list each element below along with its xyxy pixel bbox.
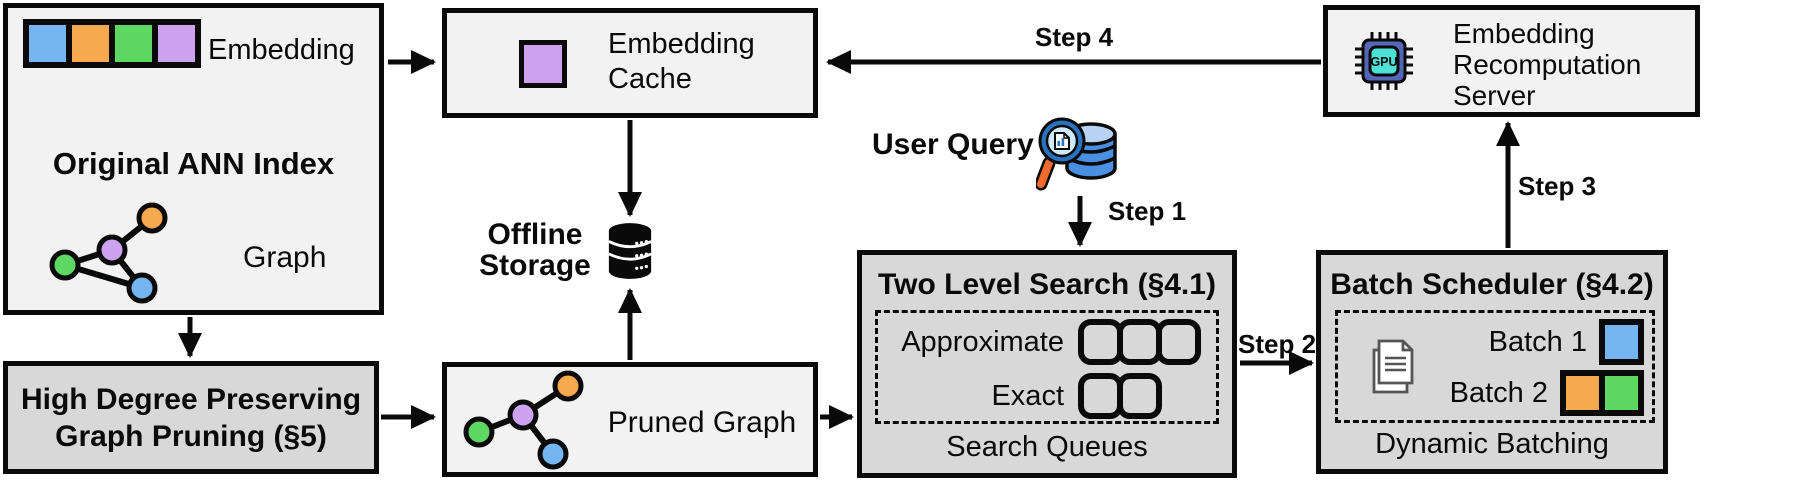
embedding-cache-box: Embedding Cache	[442, 8, 818, 118]
batch-1-row: Batch 1	[1489, 319, 1644, 365]
queue-slot	[1117, 373, 1162, 419]
approximate-queue-row: Approximate	[878, 318, 1201, 366]
graph-pruning-box: High Degree Preserving Graph Pruning (§5…	[3, 361, 379, 474]
embedding-cache-label: Embedding Cache	[608, 28, 755, 95]
batch-scheduler-title: Batch Scheduler (§4.2)	[1330, 268, 1654, 301]
dynamic-batching-label: Dynamic Batching	[1375, 428, 1609, 460]
batch-1-label: Batch 1	[1488, 325, 1587, 358]
graph-icon	[49, 202, 168, 304]
recomputation-server-label: Embedding Recomputation Server	[1453, 18, 1642, 111]
ann-index-title: Original ANN Index	[52, 146, 335, 181]
two-level-search-box: Two Level Search (§4.1) Approximate Exac…	[857, 250, 1237, 478]
original-ann-index-box: Embedding Original ANN Index Graph	[3, 3, 384, 315]
embedding-label: Embedding	[208, 34, 355, 66]
magnifier-icon	[1036, 117, 1086, 191]
user-query-label: User Query	[872, 128, 1034, 161]
search-queues-panel: Approximate Exact	[875, 310, 1219, 424]
queue-slot	[1156, 319, 1201, 365]
batch-2-cell-green	[1599, 370, 1644, 416]
embedding-cell-green	[115, 25, 152, 62]
gpu-chip-label: GPU	[1370, 55, 1397, 69]
embedding-cell-orange	[72, 25, 109, 62]
cached-embedding-icon	[519, 40, 567, 88]
step-3-label: Step 3	[1518, 171, 1597, 201]
batch-2-row: Batch 2	[1450, 370, 1644, 416]
approximate-label: Approximate	[901, 325, 1064, 358]
two-level-search-title: Two Level Search (§4.1)	[878, 268, 1216, 301]
graph-label: Graph	[243, 241, 327, 274]
embedding-strip-icon	[23, 19, 201, 68]
batch-2-label: Batch 2	[1449, 376, 1548, 409]
exact-queue-row: Exact	[878, 372, 1162, 420]
user-query-icon	[1036, 117, 1117, 191]
queue-slot	[1078, 373, 1123, 419]
batch-scheduler-box: Batch Scheduler (§4.2) Batch 1 Ba	[1316, 250, 1668, 474]
documents-icon	[1372, 339, 1414, 394]
pruned-graph-label: Pruned Graph	[607, 406, 797, 439]
pruned-graph-icon	[463, 370, 584, 470]
embedding-cell-blue	[29, 25, 66, 62]
graph-pruning-label: High Degree Preserving Graph Pruning (§5…	[20, 382, 362, 453]
gpu-chip-icon: GPU	[1355, 32, 1413, 90]
dynamic-batching-panel: Batch 1 Batch 2	[1335, 310, 1655, 423]
batch-1-cell-blue	[1599, 319, 1644, 365]
step-4-label: Step 4	[1035, 22, 1114, 52]
offline-storage-label: Offline Storage	[479, 218, 591, 282]
search-queues-label: Search Queues	[946, 431, 1148, 463]
embedding-cell-purple	[158, 25, 195, 62]
step-1-label: Step 1	[1108, 196, 1187, 226]
recomputation-server-box: GPU Embedding Recomputation Server	[1323, 5, 1700, 117]
offline-storage-database-icon	[608, 223, 652, 279]
pruned-graph-box: Pruned Graph	[442, 362, 818, 477]
exact-label: Exact	[991, 379, 1064, 412]
